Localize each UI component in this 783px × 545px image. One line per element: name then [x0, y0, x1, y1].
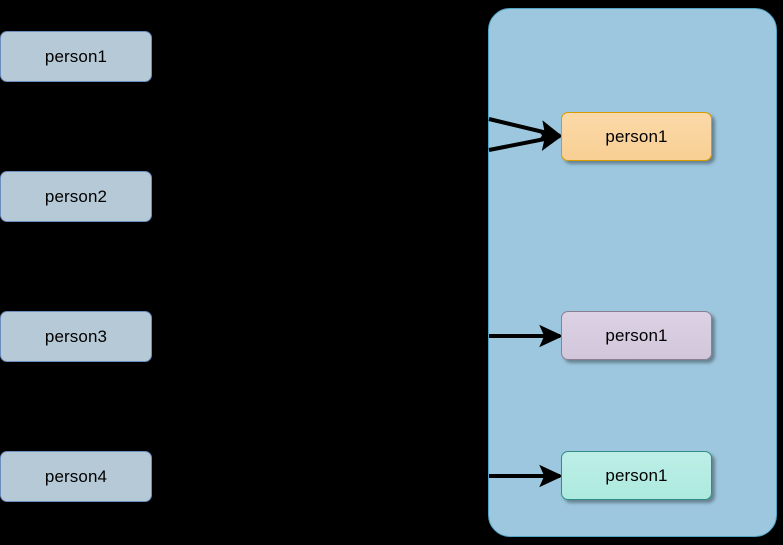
left-node-person3[interactable]: person3	[0, 311, 152, 362]
node-label: person1	[605, 127, 668, 146]
node-label: person1	[605, 326, 668, 345]
node-label: person1	[44, 47, 108, 66]
left-node-person1[interactable]: person1	[0, 31, 152, 82]
left-node-person2[interactable]: person2	[0, 171, 152, 222]
node-label: person1	[605, 466, 668, 485]
left-node-person4[interactable]: person4	[0, 451, 152, 502]
target-node-teal[interactable]: person1	[561, 451, 712, 500]
target-node-orange[interactable]: person1	[561, 112, 712, 161]
target-node-purple[interactable]: person1	[561, 311, 712, 360]
node-label: person2	[44, 187, 108, 206]
node-label: person3	[44, 327, 108, 346]
node-label: person4	[44, 467, 108, 486]
group-container[interactable]	[488, 8, 777, 537]
